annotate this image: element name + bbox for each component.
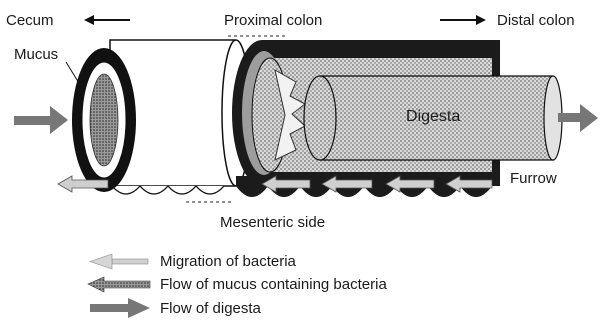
mucus-label: Mucus (14, 46, 58, 64)
distal-colon-label: Distal colon (497, 12, 575, 30)
cecum-label: Cecum (6, 12, 54, 30)
legend-digesta-flow-label: Flow of digesta (160, 300, 261, 318)
furrow-label: Furrow (510, 170, 557, 188)
legend-mucus-flow-symbol (88, 277, 150, 292)
legend-migration-symbol (90, 254, 148, 269)
proximal-colon-label: Proximal colon (224, 12, 322, 30)
legend-migration-label: Migration of bacteria (160, 253, 296, 271)
digesta-label: Digesta (406, 108, 460, 126)
proximal-tube-segment (72, 40, 250, 194)
distal-direction-arrow (440, 15, 486, 25)
digesta-inflow-arrow (14, 106, 68, 134)
legend-mucus-flow-label: Flow of mucus containing bacteria (160, 276, 387, 294)
legend-digesta-flow-symbol (90, 298, 150, 318)
digesta-outflow-arrow (558, 104, 598, 132)
cecum-direction-arrow (84, 15, 130, 25)
mesenteric-side-label: Mesenteric side (220, 214, 325, 232)
